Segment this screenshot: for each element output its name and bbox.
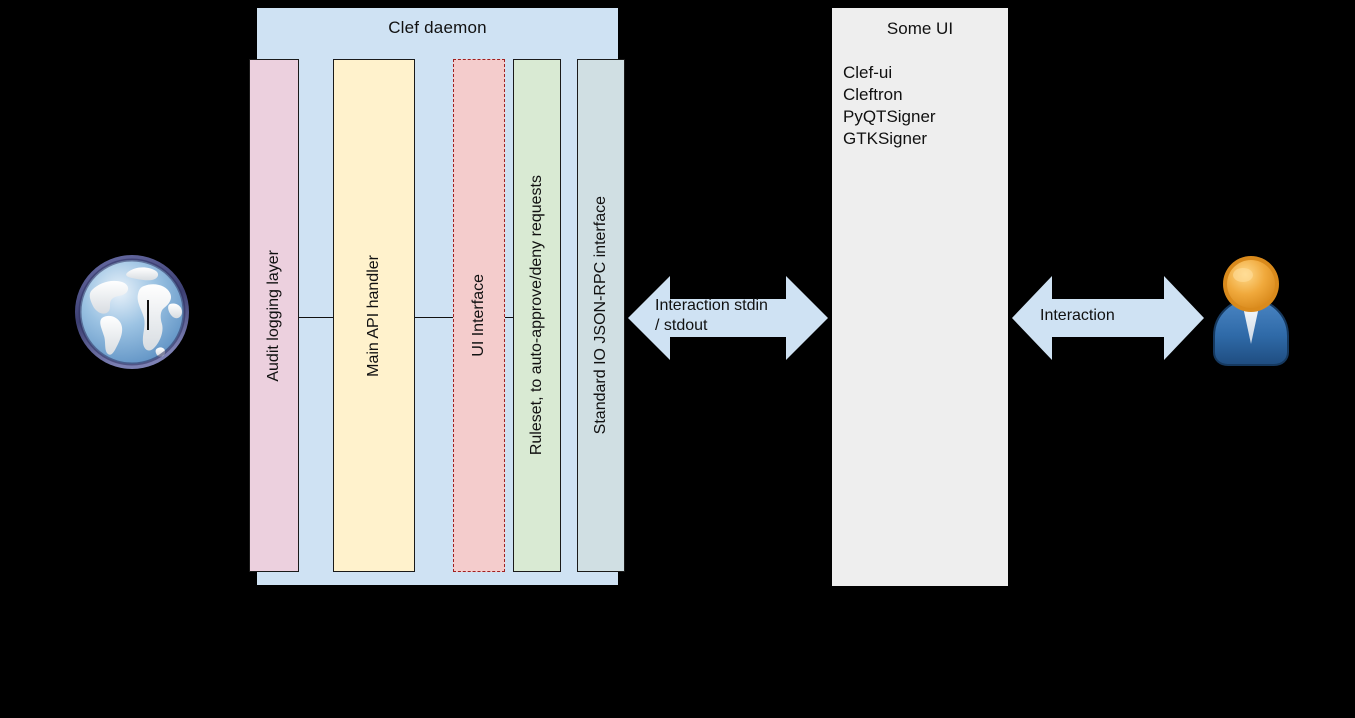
arrow-ui-to-user [1012,274,1204,362]
list-item: GTKSigner [843,129,928,148]
clef-daemon-title: Clef daemon [388,18,487,37]
arrow-stdio-to-ui-label: Interaction stdin / stdout [655,296,768,336]
component-standard-io-jsonrpc-interface-label: Standard IO JSON-RPC interface [592,196,609,435]
component-ui-interface-label: UI Interface [470,274,487,357]
list-item: PyQTSigner [843,107,936,126]
component-audit-logging-layer[interactable]: Audit logging layer [249,59,299,572]
arrow-stdio-to-ui-label-line1: Interaction stdin [655,297,768,314]
some-ui-panel [832,8,1008,586]
clef-daemon-panel [257,8,618,585]
component-ruleset-label: Ruleset, to auto-approve/deny requests [528,175,545,456]
arrow-ui-to-user-label: Interaction [1040,307,1115,324]
connector-api-uiinterface [415,317,453,318]
component-ruleset[interactable]: Ruleset, to auto-approve/deny requests [513,59,561,572]
component-main-api-handler-label: Main API handler [365,254,382,377]
connector-audit-api [299,317,333,318]
some-ui-title: Some UI [886,19,954,38]
component-audit-logging-layer-label: Audit logging layer [265,249,282,382]
list-item: Cleftron [843,85,903,104]
arrow-stdio-to-ui-label-line2: / stdout [655,317,708,334]
arrow-stdio-to-ui [628,274,828,362]
user-icon [1208,252,1294,375]
component-standard-io-jsonrpc-interface[interactable]: Standard IO JSON-RPC interface [577,59,625,572]
component-main-api-handler[interactable]: Main API handler [333,59,415,572]
list-item: Clef-ui [843,63,893,82]
some-ui-list: Clef-ui Cleftron PyQTSigner GTKSigner [843,62,1003,150]
globe-icon [72,252,200,393]
connector-uiinterface-ruleset [505,317,513,318]
component-ui-interface[interactable]: UI Interface [453,59,505,572]
